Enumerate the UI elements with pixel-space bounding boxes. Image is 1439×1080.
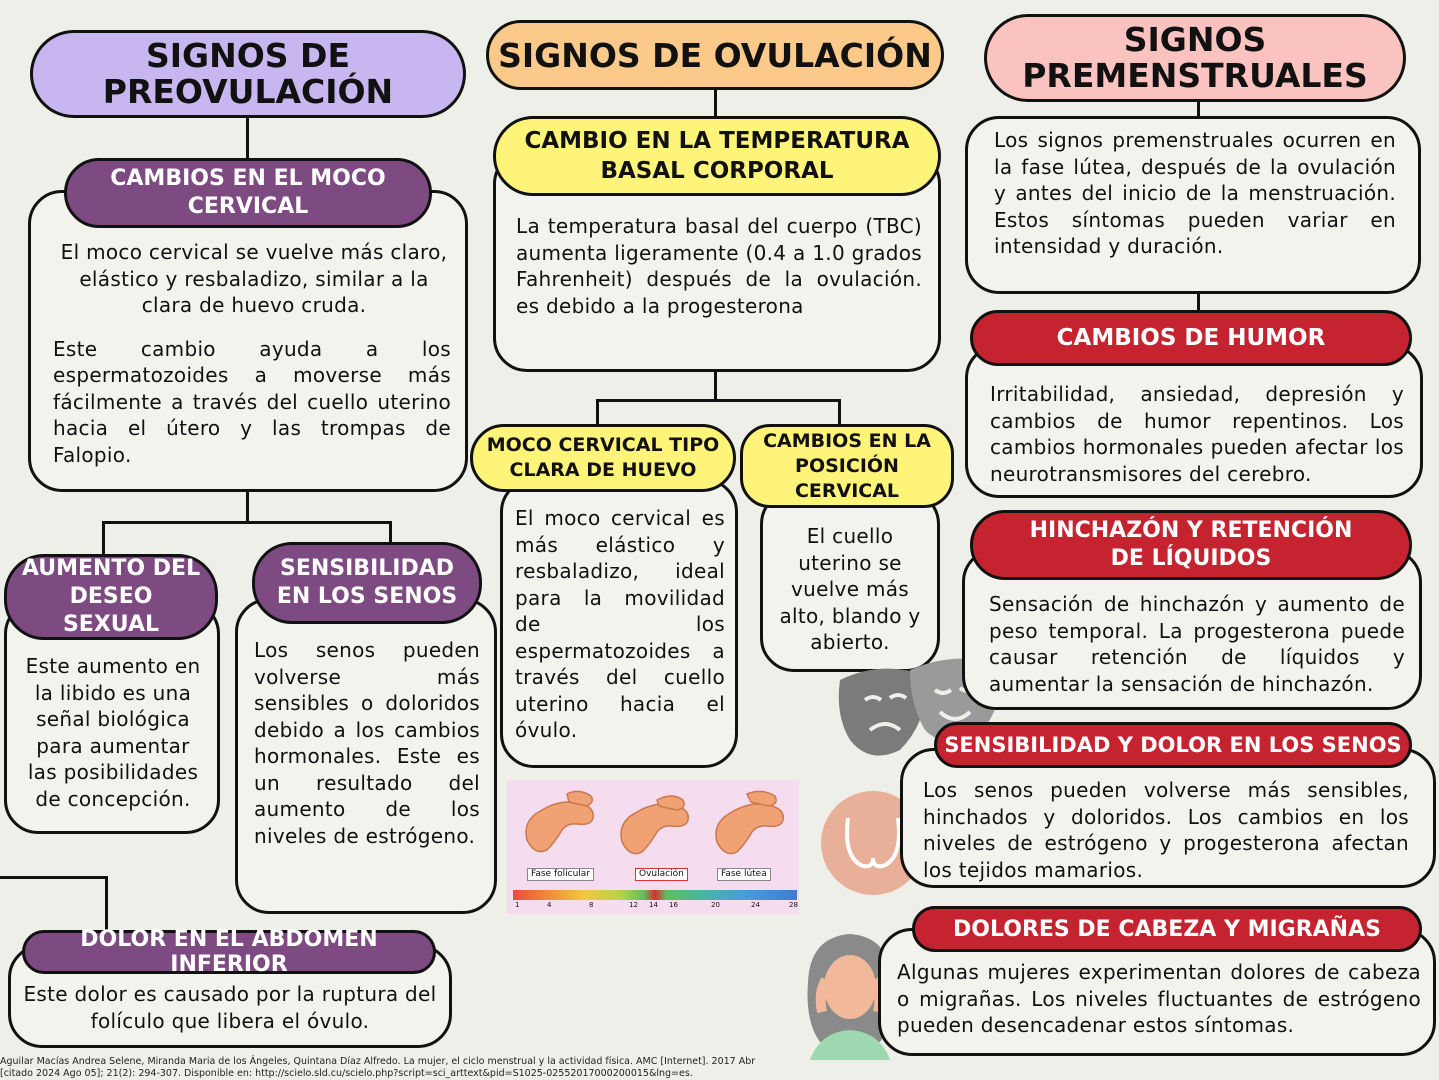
premenstruales-intro-text: Los signos premenstruales ocurren en la …: [994, 128, 1396, 258]
humor-text: Irritabilidad, ansiedad, depresión y cam…: [990, 382, 1404, 486]
label-folicular: Fase folicular: [527, 868, 594, 881]
moco-cervical-p2: Este cambio ayuda a los espermatozoides …: [53, 336, 451, 467]
preovulacion-title-line1: SIGNOS DE: [146, 36, 350, 75]
cycle-ticks: 1 4 8 12 14 16 20 24 28: [515, 901, 798, 909]
moco-cervical-title: CAMBIOS EN EL MOCO CERVICAL: [64, 158, 432, 228]
premenstruales-header: SIGNOS PREMENSTRUALES: [984, 14, 1406, 102]
humor-box: Irritabilidad, ansiedad, depresión y cam…: [965, 344, 1423, 498]
humor-title: CAMBIOS DE HUMOR: [970, 310, 1412, 366]
connector-center-a: [596, 399, 599, 427]
connector-left-b: [389, 521, 392, 545]
label-lutea: Fase lútea: [717, 868, 771, 881]
deseo-sexual-text: Este aumento en la libido es una señal b…: [25, 654, 201, 811]
moco-cervical-p1: El moco cervical se vuelve más claro, el…: [60, 240, 448, 317]
abdomen-title: DOLOR EN EL ABDOMEN INFERIOR: [22, 927, 436, 977]
senos-text: Los senos pueden volverse más sensibles …: [254, 638, 480, 848]
hinchazon-title: HINCHAZÓN Y RETENCIÓN DE LÍQUIDOS: [970, 510, 1412, 580]
connector-right-top: [1197, 98, 1200, 126]
citation-line1: Aguilar Macías Andrea Selene, Miranda Ma…: [0, 1056, 756, 1067]
premenstruales-intro-box: Los signos premenstruales ocurren en la …: [965, 116, 1421, 294]
temperatura-title: CAMBIO EN LA TEMPERATURA BASAL CORPORAL: [493, 116, 941, 196]
breast-icon: [821, 791, 925, 895]
connector-left-top: [246, 115, 249, 165]
connector-center-mid: [714, 370, 717, 402]
moco-tipo-text: El moco cervical es más elástico y resba…: [515, 506, 725, 742]
preovulacion-header: SIGNOS DE PREOVULACIÓN: [30, 30, 466, 118]
cabeza-title: DOLORES DE CABEZA Y MIGRAÑAS: [912, 906, 1422, 952]
cervix-figure: Fase folicular Ovulación Fase lútea 1 4 …: [507, 780, 799, 914]
posicion-box: El cuello uterino se vuelve más alto, bl…: [760, 490, 940, 672]
connector-left-a: [102, 521, 105, 559]
abdomen-text: Este dolor es causado por la ruptura del…: [23, 982, 437, 1033]
cycle-gradient-bar: [513, 890, 797, 900]
label-ovulacion: Ovulación: [635, 868, 688, 881]
temperatura-text: La temperatura basal del cuerpo (TBC) au…: [516, 214, 922, 318]
dolor-senos-box: Los senos pueden volverse más sensibles,…: [900, 748, 1436, 888]
fingers-illustration: [525, 790, 785, 855]
posicion-text: El cuello uterino se vuelve más alto, bl…: [779, 524, 921, 654]
woman-headache-icon: [807, 934, 893, 1060]
ovulacion-header: SIGNOS DE OVULACIÓN: [486, 20, 944, 90]
connector-abdomen-h: [0, 876, 108, 879]
finger-icon-1: [525, 790, 595, 853]
moco-cervical-box: El moco cervical se vuelve más claro, el…: [28, 190, 468, 492]
deseo-sexual-title: AUMENTO DEL DESEO SEXUAL: [4, 554, 218, 640]
citation-line2: [citado 2024 Ago 05]; 21(2): 294-307. Di…: [0, 1068, 693, 1079]
connector-center-b: [838, 399, 841, 427]
connector-right-mid: [1197, 290, 1200, 314]
dolor-senos-title: SENSIBILIDAD Y DOLOR EN LOS SENOS: [934, 722, 1412, 768]
senos-title: SENSIBILIDAD EN LOS SENOS: [252, 542, 482, 624]
senos-box: Los senos pueden volverse más sensibles …: [235, 598, 497, 914]
preovulacion-title-line2: PREOVULACIÓN: [102, 72, 394, 111]
connector-left-hbar: [102, 521, 392, 524]
moco-tipo-title: MOCO CERVICAL TIPO CLARA DE HUEVO: [470, 424, 736, 492]
cabeza-text: Algunas mujeres experimentan dolores de …: [897, 960, 1421, 1037]
connector-abdomen-v: [105, 876, 108, 936]
connector-left-mid: [246, 490, 249, 524]
finger-icon-2: [620, 795, 690, 855]
connector-center-hbar: [596, 399, 841, 402]
connector-center-top: [714, 88, 717, 120]
posicion-title: CAMBIOS EN LA POSICIÓN CERVICAL: [740, 424, 954, 508]
hinchazon-text: Sensación de hinchazón y aumento de peso…: [989, 592, 1405, 696]
finger-icon-3: [715, 790, 785, 855]
moco-tipo-box: El moco cervical es más elástico y resba…: [500, 478, 738, 768]
dolor-senos-text: Los senos pueden volverse más sensibles,…: [923, 778, 1409, 882]
